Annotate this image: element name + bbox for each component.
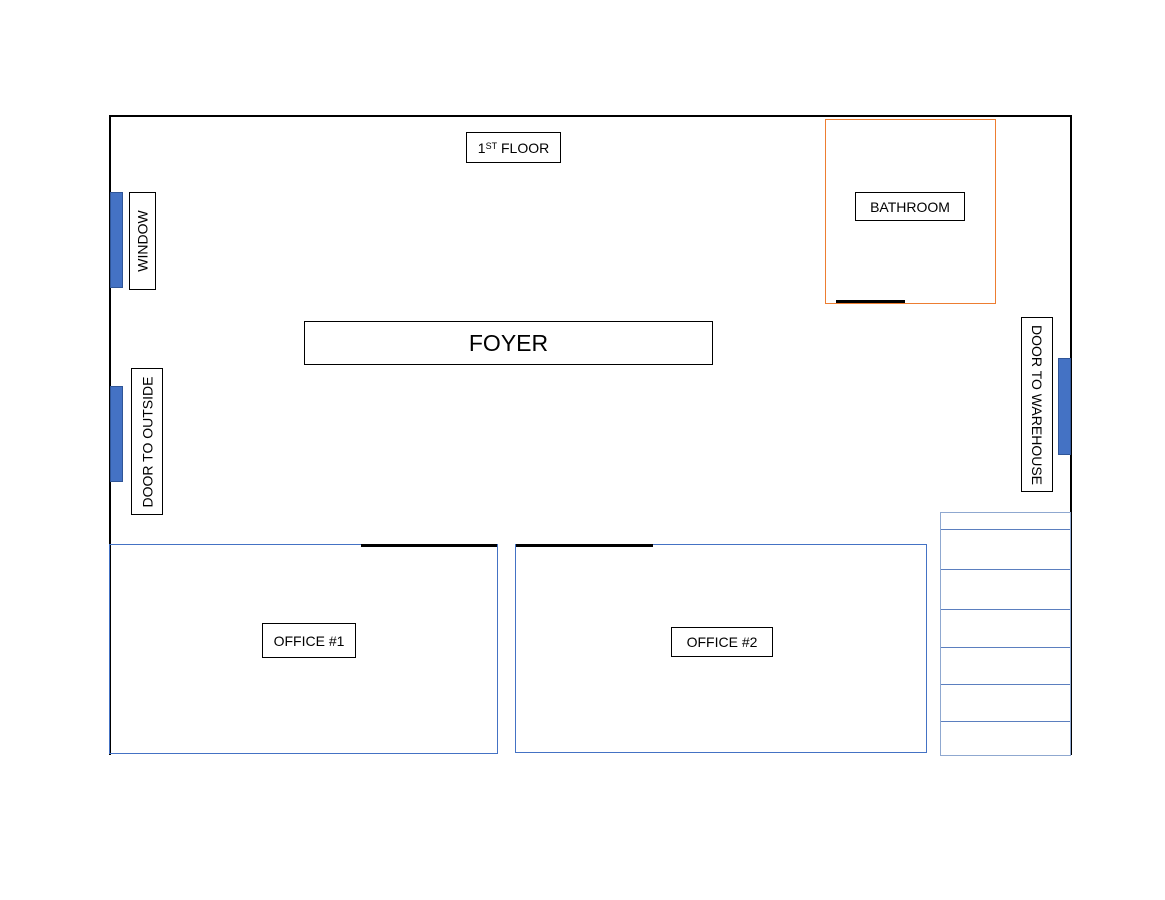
door-warehouse-label: DOOR TO WAREHOUSE bbox=[1021, 317, 1053, 492]
stair-step bbox=[941, 529, 1070, 530]
office-2-label: OFFICE #2 bbox=[671, 627, 773, 657]
window-label-text: WINDOW bbox=[134, 210, 151, 272]
stair-step bbox=[941, 684, 1070, 685]
floor-label-suffix: FLOOR bbox=[497, 139, 550, 156]
floor-label-prefix: 1 bbox=[477, 139, 486, 156]
stair-step bbox=[941, 647, 1070, 648]
door-outside-label-text: DOOR TO OUTSIDE bbox=[139, 376, 156, 507]
door-outside-opening bbox=[110, 386, 123, 482]
door-warehouse-label-text: DOOR TO WAREHOUSE bbox=[1029, 324, 1046, 485]
stair-step bbox=[941, 609, 1070, 610]
bathroom-room bbox=[825, 119, 996, 304]
office-1-door bbox=[361, 544, 497, 547]
office-2-room bbox=[515, 544, 927, 753]
office-1-label: OFFICE #1 bbox=[262, 623, 356, 658]
floor-label-superscript: ST bbox=[485, 140, 498, 151]
door-warehouse-opening bbox=[1058, 358, 1071, 455]
bathroom-door bbox=[836, 300, 905, 303]
window-opening bbox=[110, 192, 123, 288]
bathroom-label: BATHROOM bbox=[855, 192, 965, 221]
window-label: WINDOW bbox=[129, 192, 156, 290]
office-2-door bbox=[516, 544, 653, 547]
foyer-label: FOYER bbox=[304, 321, 713, 365]
stair-step bbox=[941, 721, 1070, 722]
stair-step bbox=[941, 569, 1070, 570]
staircase bbox=[940, 512, 1071, 756]
office-1-room bbox=[109, 544, 498, 754]
door-outside-label: DOOR TO OUTSIDE bbox=[131, 368, 163, 515]
